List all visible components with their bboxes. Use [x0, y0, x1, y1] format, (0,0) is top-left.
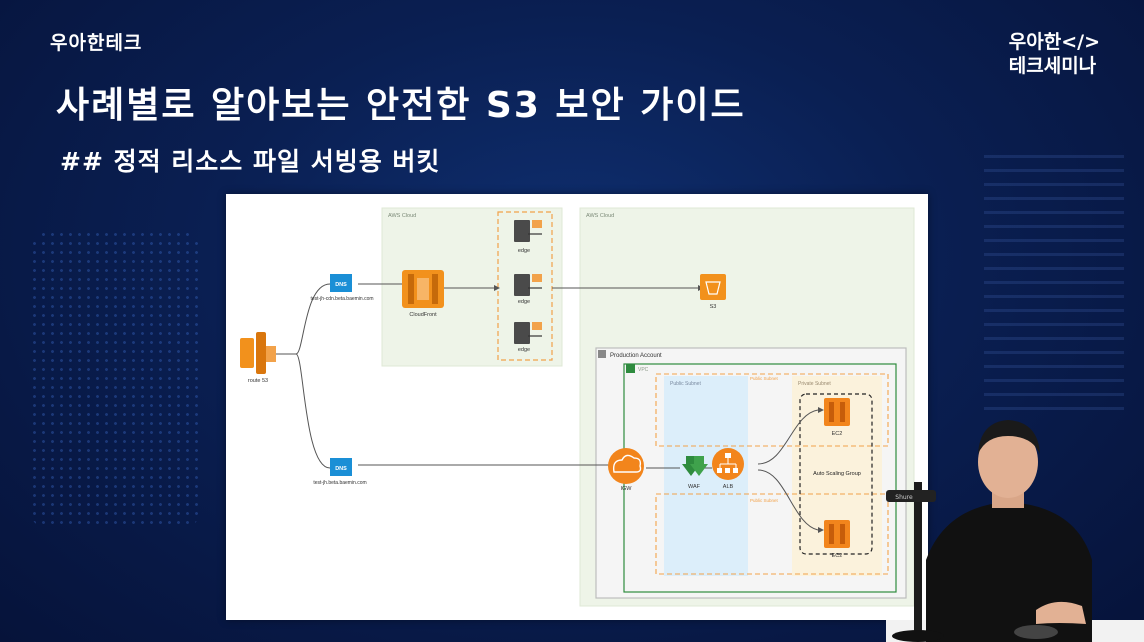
connector-lines — [274, 283, 819, 531]
alb-label: ALB — [723, 484, 734, 490]
presenter-face — [978, 426, 1038, 498]
brand-line-2: 테크세미나 — [1008, 55, 1097, 77]
presenter-hair — [978, 420, 1040, 454]
vpc-icon — [626, 364, 635, 373]
ec2-icon-bottom — [824, 520, 850, 548]
asg-label: Auto Scaling Group — [813, 471, 861, 477]
lb-domain-label: test-jh.beta.baemin.com — [313, 480, 366, 486]
edge-icon-1 — [514, 220, 542, 242]
public-subnet-label: Public Subnet — [670, 381, 701, 387]
ec2-top-label: EC2 — [832, 431, 843, 437]
cdn-domain-label: test-jh-cdn.beta.baemin.com — [310, 296, 373, 302]
mic-stand — [914, 482, 922, 632]
cloudfront-icon — [402, 270, 444, 308]
waf-label: WAF — [688, 484, 701, 490]
architecture-slide: AWS Cloud AWS Cloud Production Account V… — [226, 194, 928, 620]
brand-line-1: 우아한</> — [1008, 31, 1100, 53]
architecture-diagram: AWS Cloud AWS Cloud Production Account V… — [240, 207, 915, 607]
az-bottom-label: Public Subnet — [750, 498, 779, 503]
edge-group-box — [497, 211, 553, 361]
edge-label-1: edge — [518, 248, 530, 254]
route53-label: route 53 — [248, 378, 268, 384]
account-icon — [598, 350, 606, 358]
dns-icon-bottom — [330, 458, 352, 476]
availability-zone-bottom — [655, 493, 889, 575]
brand-logo-left: 우아한테크 — [50, 32, 143, 54]
route53-icon — [240, 332, 276, 374]
auto-scaling-group-box — [799, 393, 873, 555]
alb-icon — [712, 448, 744, 480]
background-pattern — [30, 230, 200, 530]
igw-label: IGW — [621, 486, 633, 492]
background-code-pattern — [984, 150, 1124, 410]
brand-logo-right: 우아한</> 테크세미나 — [1009, 30, 1100, 78]
dns-icon-top-text: DNS — [335, 282, 347, 288]
cloudfront-label: CloudFront — [409, 312, 437, 318]
aws-cloud-2-label: AWS Cloud — [586, 213, 614, 219]
mouse-icon — [1014, 625, 1058, 639]
internet-gateway-icon — [608, 448, 644, 484]
page-subtitle: ## 정적 리소스 파일 서빙용 버킷 — [60, 147, 441, 176]
edge-label-3: edge — [518, 347, 530, 353]
edge-label-2: edge — [518, 299, 530, 305]
mic-label: Shure — [895, 494, 913, 501]
aws-cloud-1-label: AWS Cloud — [388, 213, 416, 219]
edge-icon-2 — [514, 274, 542, 296]
s3-label: S3 — [710, 304, 717, 310]
production-account-label: Production Account — [610, 353, 662, 359]
az-top-label: Public Subnet — [750, 376, 779, 381]
private-subnet-label: Private Subnet — [798, 381, 831, 387]
dns-icon-top — [330, 274, 352, 292]
dns-icon-bottom-text: DNS — [335, 466, 347, 472]
ec2-icon-top — [824, 398, 850, 426]
s3-bucket-icon — [700, 274, 726, 300]
edge-icon-3 — [514, 322, 542, 344]
page-title: 사례별로 알아보는 안전한 S3 보안 가이드 — [56, 85, 746, 126]
availability-zone-top — [655, 373, 889, 447]
ec2-bottom-label: EC2 — [832, 553, 843, 559]
presenter-video: Shure — [886, 420, 1144, 642]
microphone-icon — [886, 490, 936, 502]
waf-icon — [682, 456, 708, 476]
vpc-label: VPC — [638, 367, 649, 373]
